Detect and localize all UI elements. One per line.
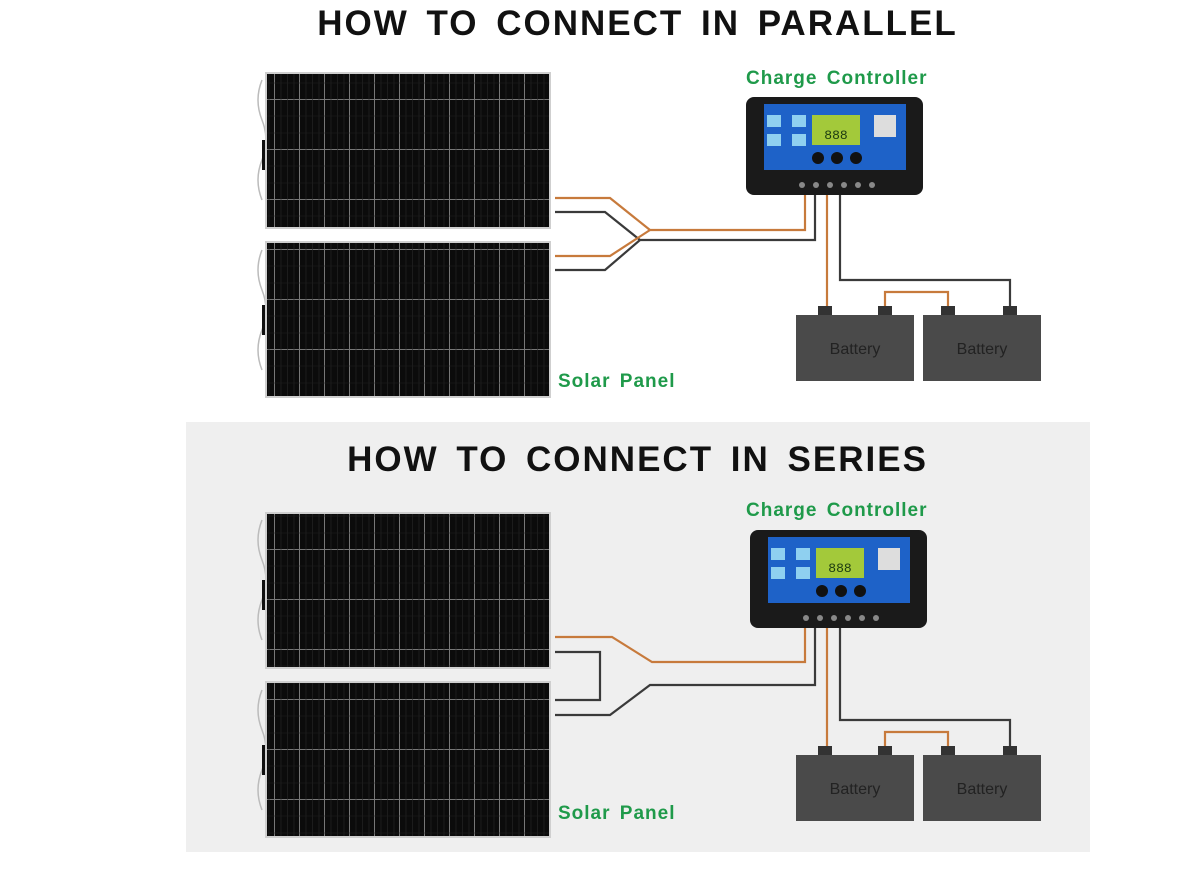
parallel-controller-lcd-text: 888 — [824, 128, 847, 143]
parallel-battery-left-label: Battery — [830, 341, 881, 358]
parallel-wires — [555, 192, 1012, 310]
series-battery-right — [923, 746, 1041, 821]
parallel-charge-controller — [746, 97, 923, 195]
series-solar-panel-label: Solar Panel — [558, 803, 676, 824]
parallel-solar-panel-top — [257, 72, 551, 229]
parallel-battery-left — [796, 306, 914, 381]
parallel-charge-controller-label: Charge Controller — [746, 68, 928, 89]
parallel-battery-right-label: Battery — [957, 341, 1008, 358]
series-wires — [555, 625, 1012, 750]
series-solar-panel-bottom — [257, 681, 551, 838]
parallel-solar-panel-bottom — [257, 241, 551, 398]
series-controller-lcd-text: 888 — [828, 561, 851, 576]
parallel-solar-panel-label: Solar Panel — [558, 371, 676, 392]
series-charge-controller-label: Charge Controller — [746, 500, 928, 521]
series-solar-panel-top — [257, 512, 551, 669]
parallel-title: HOW TO CONNECT IN PARALLEL — [317, 4, 958, 43]
series-charge-controller — [750, 530, 927, 628]
series-battery-right-label: Battery — [957, 781, 1008, 798]
series-battery-left — [796, 746, 914, 821]
parallel-battery-right — [923, 306, 1041, 381]
series-title: HOW TO CONNECT IN SERIES — [347, 440, 928, 479]
series-battery-left-label: Battery — [830, 781, 881, 798]
